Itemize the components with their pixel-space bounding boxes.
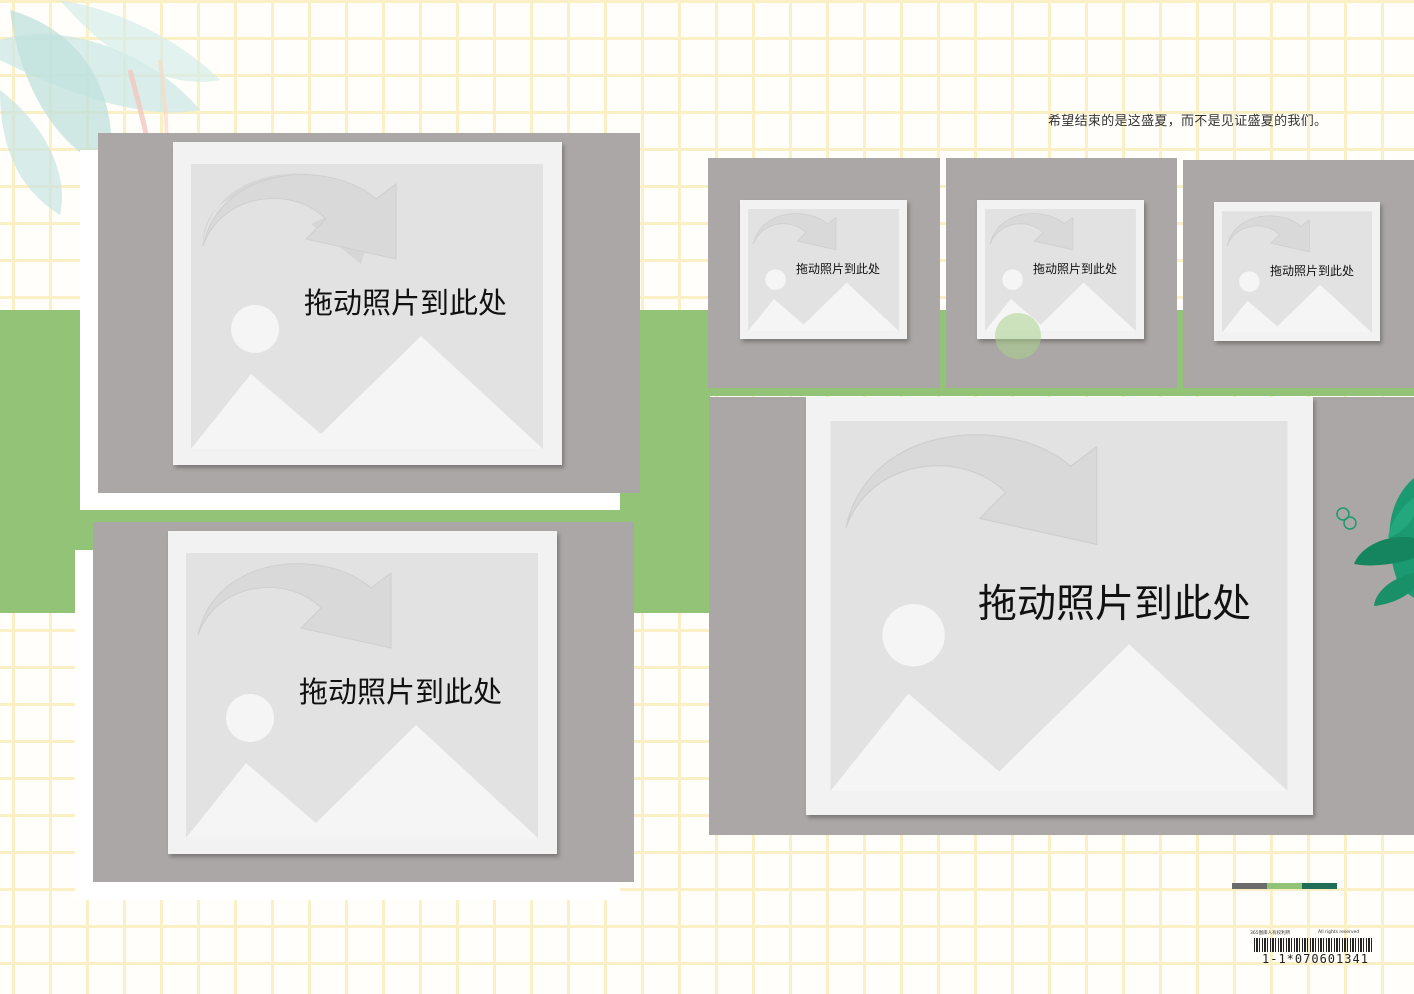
copyright-right-text: All rights reserved xyxy=(1318,930,1360,935)
footer-stripe-dark-green xyxy=(1302,883,1337,889)
drop-hint-label: 拖动照片到此处 xyxy=(304,286,508,320)
photo-drop-zone-6[interactable]: 拖动照片到此处 xyxy=(806,397,1313,815)
photo-drop-zone-1[interactable]: 拖动照片到此处 xyxy=(173,142,562,465)
photo-drop-zone-2[interactable]: 拖动照片到此处 xyxy=(168,531,557,854)
image-placeholder-icon xyxy=(186,553,538,838)
barcode-icon xyxy=(1254,938,1372,952)
image-placeholder-icon xyxy=(191,164,543,449)
image-placeholder-icon xyxy=(830,421,1288,791)
photo-drop-zone-4[interactable]: 拖动照片到此处 xyxy=(977,200,1144,339)
drop-hint-label: 拖动照片到此处 xyxy=(299,675,503,709)
decorative-green-dot xyxy=(995,313,1041,359)
quote-text: 希望结束的是这盛夏，而不是见证盛夏的我们。 xyxy=(1048,114,1328,129)
photo-drop-zone-5[interactable]: 拖动照片到此处 xyxy=(1214,202,1380,341)
serial-number: 1-1*070601341 xyxy=(1262,952,1369,966)
drop-hint-label: 拖动照片到此处 xyxy=(1270,264,1355,278)
footer-stripe-light-green xyxy=(1267,883,1302,889)
image-placeholder-icon xyxy=(748,209,899,331)
decorative-leaf-right xyxy=(1336,478,1414,606)
image-placeholder-icon xyxy=(1222,211,1372,333)
drop-hint-label: 拖动照片到此处 xyxy=(978,582,1252,627)
copyright-left-text: 365图库人有权利所 xyxy=(1250,931,1291,936)
footer-stripe-gray xyxy=(1232,883,1267,889)
decorative-leaf-top-left xyxy=(0,0,220,215)
drop-hint-label: 拖动照片到此处 xyxy=(796,262,881,276)
drop-hint-label: 拖动照片到此处 xyxy=(1033,262,1118,276)
photo-drop-zone-3[interactable]: 拖动照片到此处 xyxy=(740,200,907,339)
